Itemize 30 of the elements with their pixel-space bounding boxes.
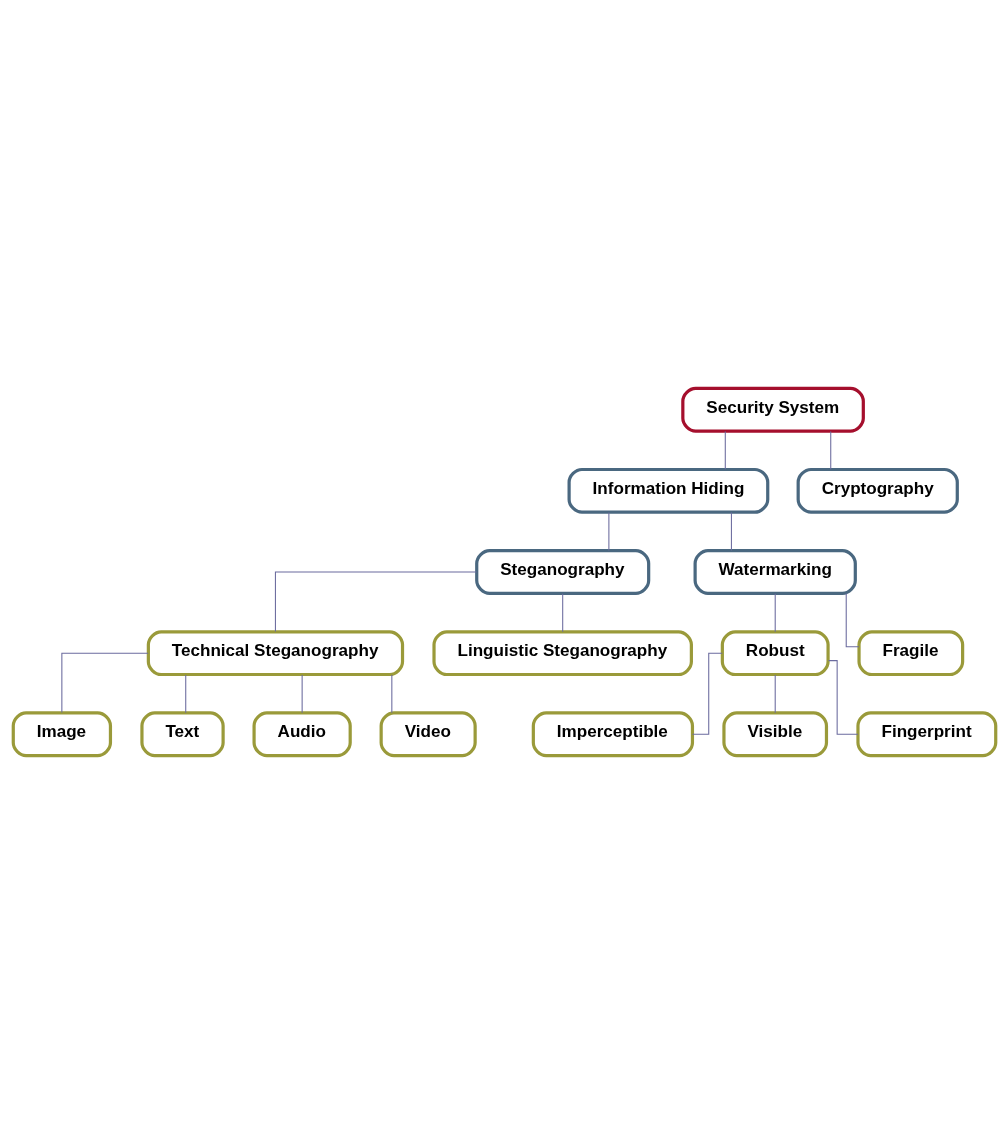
connector [561, 593, 563, 633]
node-box: Technical Steganography [146, 630, 404, 677]
node-box: Text [139, 711, 225, 758]
node-box: Audio [252, 711, 352, 758]
node-box: Steganography [474, 549, 650, 595]
connector [730, 512, 732, 551]
connector [60, 652, 149, 714]
connector [724, 430, 726, 470]
node-box: Linguistic Steganography [431, 630, 693, 677]
node-box: Information Hiding [567, 467, 769, 514]
connector [845, 593, 860, 648]
connector [301, 674, 303, 714]
node-box: Visible [721, 711, 828, 758]
node-box: Fragile [856, 630, 964, 677]
node-box: Robust [720, 630, 830, 677]
connector [607, 512, 609, 551]
node-box: Watermarking [693, 549, 857, 595]
node-box: Cryptography [796, 467, 959, 514]
connector [390, 674, 392, 714]
connector [274, 571, 477, 632]
connector [184, 674, 186, 714]
connector [827, 660, 858, 735]
connector [774, 674, 776, 714]
node-box: Image [11, 711, 112, 758]
node-box: Security System [680, 386, 865, 433]
node-box: Fingerprint [855, 711, 997, 758]
node-box: Imperceptible [531, 711, 694, 758]
node-box: Video [379, 711, 477, 758]
connector [829, 430, 831, 470]
connector [774, 593, 776, 633]
